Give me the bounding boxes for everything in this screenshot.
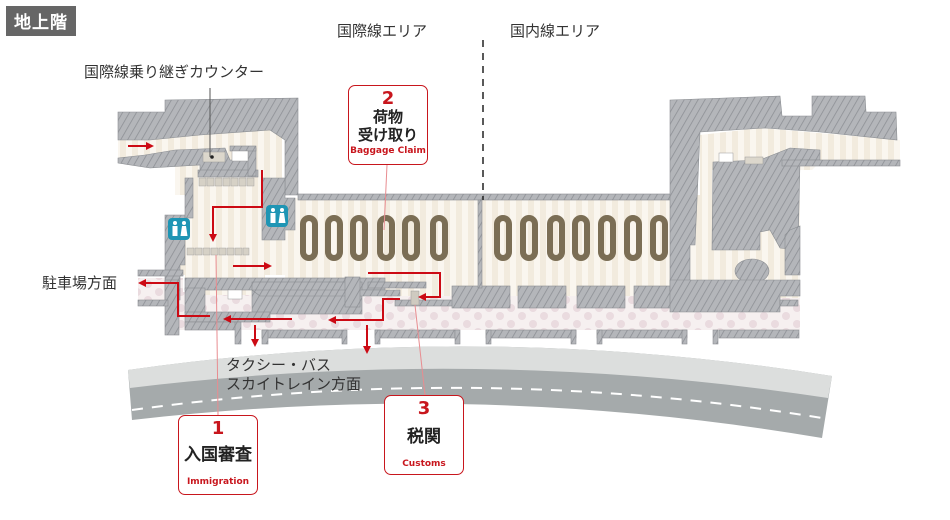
floor-badge: 地上階 [6, 6, 76, 36]
callout-baggage-claim[interactable]: 2 荷物 受け取り Baggage Claim [348, 85, 428, 165]
parking-direction-label: 駐車場方面 [42, 274, 118, 292]
callout-immigration[interactable]: 1 入国審査 Immigration [178, 415, 258, 495]
callout-title-line1: 荷物 [372, 108, 403, 126]
road [128, 346, 832, 438]
restroom-icon [266, 205, 288, 227]
callout-subtitle: Customs [402, 459, 446, 469]
baggage-carousels [300, 215, 668, 261]
callout-title: 入国審査 [184, 445, 252, 465]
route-arrows [128, 142, 441, 354]
callout-number: 2 [381, 88, 395, 109]
callout-title: 税関 [407, 427, 441, 447]
taxi-bus-label-1: タクシー・バス [226, 356, 332, 374]
counters [186, 150, 764, 306]
callout-subtitle: Baggage Claim [350, 146, 426, 156]
taxi-bus-label-2: スカイトレイン方面 [226, 375, 362, 393]
walls [117, 95, 901, 345]
transfer-counter-label: 国際線乗り継ぎカウンター [84, 63, 265, 81]
callout-customs[interactable]: 3 税関 Customs [384, 395, 464, 475]
leader-lines [215, 164, 426, 416]
restroom-icon [168, 218, 190, 240]
international-area-label: 国際線エリア [337, 22, 428, 40]
domestic-area-label: 国内線エリア [510, 22, 601, 40]
callout-title-line2: 受け取り [357, 126, 418, 144]
callout-number: 1 [211, 418, 225, 439]
callout-number: 3 [417, 398, 431, 419]
callout-subtitle: Immigration [186, 477, 250, 487]
